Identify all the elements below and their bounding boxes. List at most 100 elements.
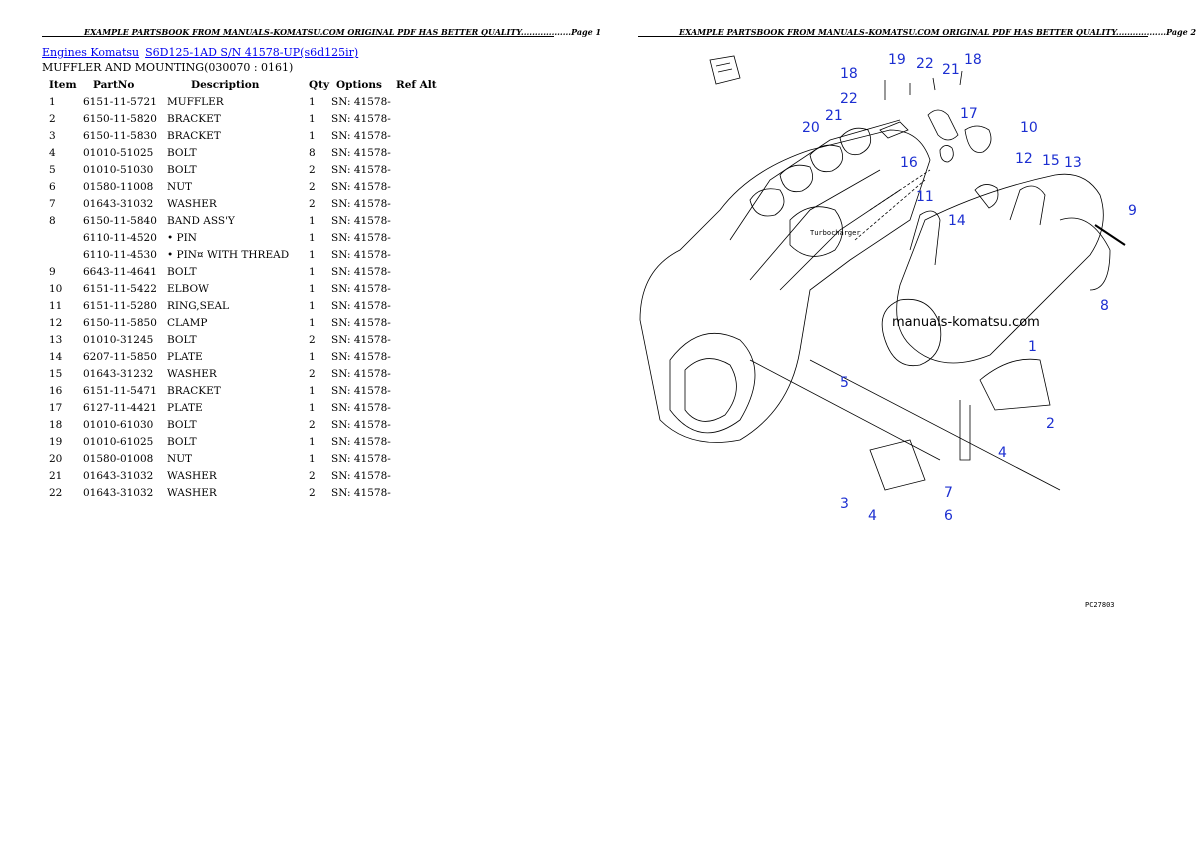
callout-14: 14	[948, 213, 966, 229]
header-rule	[638, 36, 1148, 37]
breadcrumb: Engines Komatsu S6D125-1AD S/N 41578-UP(s…	[42, 46, 358, 59]
cell-partno: 01643-31232	[83, 367, 154, 380]
callout-12: 12	[1015, 151, 1033, 167]
cell-qty: 2	[309, 367, 316, 380]
cell-qty: 2	[309, 163, 316, 176]
cell-qty: 1	[309, 248, 316, 261]
cell-ref-alt	[396, 382, 446, 399]
cell-ref-alt	[396, 212, 446, 229]
cell-description: WASHER	[167, 367, 217, 380]
cell-item	[44, 246, 83, 263]
callout-3: 3	[840, 496, 849, 512]
cell-description: WASHER	[167, 197, 217, 210]
cell-item: 10	[49, 282, 63, 295]
cell-options: SN: 41578-	[331, 452, 391, 465]
callout-10: 10	[1020, 120, 1038, 136]
cell-item: 3	[49, 129, 56, 142]
cell-options: SN: 41578-	[331, 384, 391, 397]
cell-partno: 6150-11-5850	[83, 316, 157, 329]
cell-ref-alt	[396, 450, 446, 467]
cell-item: 20	[49, 452, 63, 465]
cell-ref-alt	[396, 195, 446, 212]
cell-description: NUT	[167, 452, 193, 465]
cell-qty: 2	[309, 418, 316, 431]
parts-table: Item PartNo Description Qty Options Ref …	[44, 76, 446, 501]
cell-qty: 2	[309, 469, 316, 482]
cell-ref-alt	[396, 348, 446, 365]
cell-qty: 1	[309, 435, 316, 448]
cell-options: SN: 41578-	[331, 299, 391, 312]
cell-qty: 1	[309, 112, 316, 125]
column-header-options: Options	[336, 78, 382, 91]
cell-description: CLAMP	[167, 316, 208, 329]
cell-partno: 6150-11-5830	[83, 129, 157, 142]
cell-description: PLATE	[167, 350, 203, 363]
cell-options: SN: 41578-	[331, 282, 391, 295]
cell-item	[44, 229, 83, 246]
cell-partno: 6643-11-4641	[83, 265, 157, 278]
cell-ref-alt	[396, 280, 446, 297]
cell-ref-alt	[396, 365, 446, 382]
cell-partno: 6110-11-4520	[83, 231, 157, 244]
cell-partno: 01580-01008	[83, 452, 154, 465]
cell-qty: 1	[309, 214, 316, 227]
callout-5: 5	[840, 375, 849, 391]
table-header-row: Item PartNo Description Qty Options Ref …	[44, 76, 446, 93]
cell-description: ELBOW	[167, 282, 209, 295]
cell-options: SN: 41578-	[331, 486, 391, 499]
cell-description: • PIN	[167, 231, 197, 244]
cell-qty: 1	[309, 282, 316, 295]
engine-outline	[639, 55, 1126, 491]
cell-description: BOLT	[167, 265, 197, 278]
callout-19: 19	[888, 52, 906, 68]
cell-ref-alt	[396, 399, 446, 416]
cell-description: BOLT	[167, 146, 197, 159]
breadcrumb-model-link[interactable]: S6D125-1AD S/N 41578-UP(s6d125ir)	[145, 46, 359, 59]
cell-description: NUT	[167, 180, 193, 193]
cell-qty: 1	[309, 95, 316, 108]
cell-ref-alt	[396, 314, 446, 331]
cell-description: BOLT	[167, 435, 197, 448]
cell-qty: 1	[309, 384, 316, 397]
cell-partno: 01643-31032	[83, 469, 154, 482]
cell-options: SN: 41578-	[331, 146, 391, 159]
cell-item: 4	[49, 146, 56, 159]
header-rule	[42, 36, 554, 37]
cell-options: SN: 41578-	[331, 180, 391, 193]
callout-21: 21	[825, 108, 843, 124]
cell-qty: 1	[309, 129, 316, 142]
cell-ref-alt	[396, 127, 446, 144]
breadcrumb-engines-link[interactable]: Engines Komatsu	[42, 46, 140, 59]
cell-options: SN: 41578-	[331, 333, 391, 346]
cell-ref-alt	[396, 433, 446, 450]
cell-qty: 1	[309, 265, 316, 278]
cell-description: PLATE	[167, 401, 203, 414]
callout-20: 20	[802, 120, 820, 136]
column-header-description: Description	[191, 78, 260, 91]
cell-options: SN: 41578-	[331, 316, 391, 329]
cell-qty: 8	[309, 146, 316, 159]
cell-partno: 01010-61025	[83, 435, 154, 448]
cell-partno: 6151-11-5280	[83, 299, 157, 312]
cell-item: 17	[49, 401, 63, 414]
cell-partno: 01010-61030	[83, 418, 154, 431]
cell-ref-alt	[396, 93, 446, 110]
cell-description: WASHER	[167, 469, 217, 482]
cell-qty: 2	[309, 180, 316, 193]
cell-options: SN: 41578-	[331, 265, 391, 278]
cell-qty: 1	[309, 299, 316, 312]
callout-4: 4	[868, 508, 877, 524]
cell-item: 5	[49, 163, 56, 176]
callout-16: 16	[900, 155, 918, 171]
cell-qty: 1	[309, 231, 316, 244]
